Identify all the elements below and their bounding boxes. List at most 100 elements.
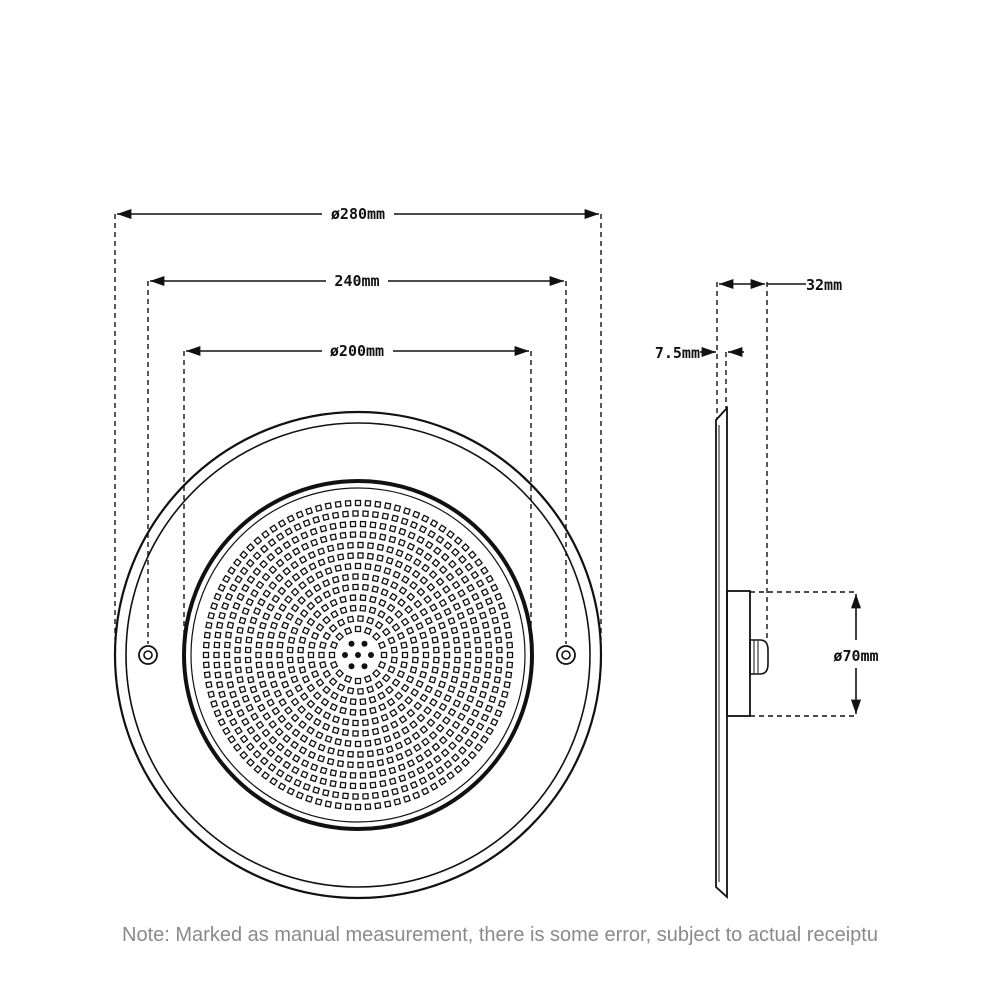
nozzle [261,529,270,539]
nozzle [422,651,430,659]
nozzle [290,697,300,707]
nozzle [443,651,451,659]
shower-face-inner-rim [190,487,526,823]
nozzle [328,677,338,687]
nozzle [421,641,429,649]
nozzle [218,611,227,620]
nozzle [315,678,325,687]
nozzle [343,626,353,636]
nozzle [297,595,307,605]
nozzle [334,564,342,572]
nozzle [322,615,332,625]
nozzle [362,573,369,581]
nozzle [462,631,470,639]
nozzle [312,583,322,593]
nozzle [318,651,325,659]
nozzle [493,676,501,684]
nozzle [330,691,339,701]
nozzle [404,748,413,757]
nozzle [397,598,406,608]
nozzle [456,690,465,699]
nozzle [432,710,442,720]
nozzle [283,748,293,758]
nozzle [429,603,438,612]
nozzle [312,691,322,701]
nozzle [299,608,309,618]
nozzle [329,779,337,788]
nozzle [369,771,377,779]
dimension-label-face-diameter: ø200mm [330,342,384,360]
nozzle [450,547,460,557]
nozzle [495,666,503,674]
nozzle [224,631,233,639]
nozzle [409,520,419,530]
nozzle [241,694,250,703]
nozzle [293,522,302,532]
nozzle [245,742,255,752]
nozzle [259,741,269,751]
nozzle [319,766,328,775]
nozzle [420,514,430,523]
nozzle [320,697,330,707]
nozzle [334,738,342,746]
nozzle [402,507,411,516]
nozzle [470,730,480,740]
nozzle [398,586,408,595]
nozzle [419,575,429,585]
nozzle [259,544,269,554]
nozzle [343,674,353,684]
outer-plate-inner-edge [125,422,591,888]
nozzle [441,631,449,639]
nozzle [277,519,287,528]
nozzle [383,800,392,808]
nozzle [428,675,437,684]
nozzle [416,587,426,597]
nozzle [286,787,296,796]
nozzle [412,557,422,567]
nozzle [262,589,272,598]
nozzle [413,599,423,609]
nozzle [494,709,503,718]
nozzle [440,748,450,758]
nozzle [283,552,293,562]
nozzle [217,717,226,727]
nozzle [457,712,466,722]
nozzle [357,688,364,695]
nozzle [478,611,487,620]
nozzle [322,590,332,599]
nozzle [411,656,419,664]
nozzle [485,574,494,584]
nozzle [317,743,326,752]
nozzle [406,708,416,718]
nozzle [324,566,333,576]
nozzle [435,766,445,775]
nozzle [238,616,247,625]
nozzle [315,570,324,580]
nozzle [410,688,420,697]
nozzle [443,607,452,617]
nozzle [474,558,484,567]
nozzle [229,583,238,593]
nozzle [266,552,276,562]
nozzle [472,675,480,684]
nozzle [349,708,357,716]
nozzle [352,510,359,517]
nozzle [391,623,401,632]
nozzle [364,803,372,811]
nozzle [377,691,386,701]
nozzle [239,550,249,560]
nozzle [278,671,286,679]
nozzle [273,612,283,621]
nozzle [324,734,333,744]
nozzle [383,734,392,744]
nozzle [411,731,421,741]
nozzle [352,719,359,727]
nozzle [464,738,474,748]
nozzle [229,690,238,699]
nozzle [207,690,216,699]
nozzle [226,681,235,689]
nozzle [352,573,359,580]
nozzle [484,704,494,713]
nozzle [421,661,429,669]
nozzle [495,636,503,644]
